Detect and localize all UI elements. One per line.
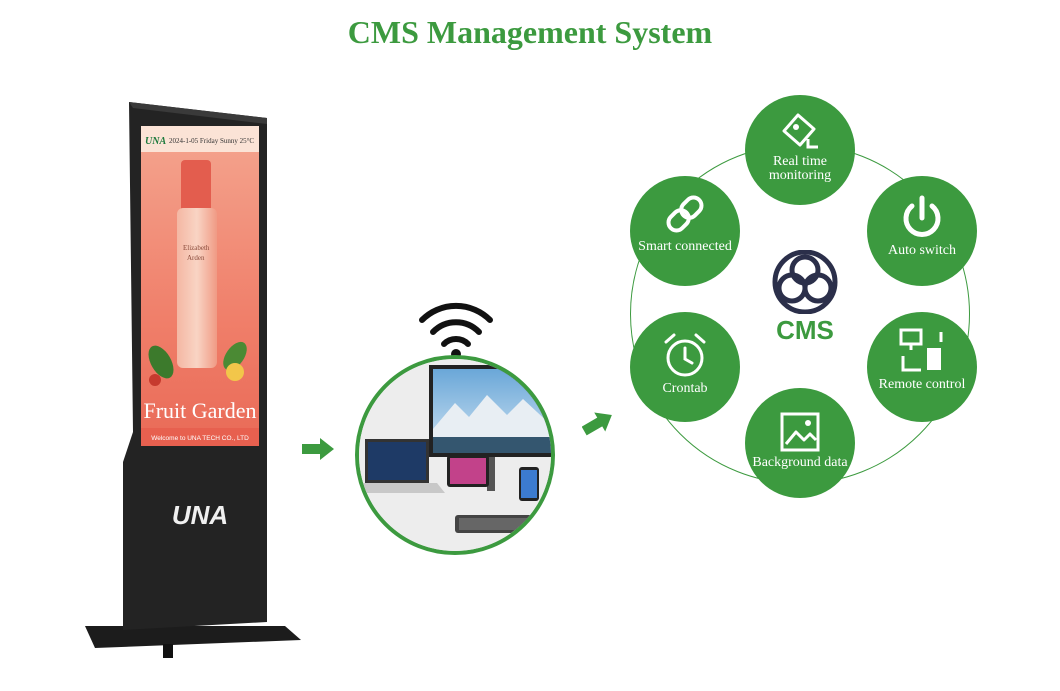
feature-label: Real time monitoring <box>768 154 832 183</box>
feature-remote-control: Remote control <box>867 312 977 422</box>
screen-footer: Welcome to UNA TECH CO., LTD <box>151 435 249 442</box>
power-icon <box>903 195 941 237</box>
feature-background-data: Background data <box>745 388 855 498</box>
feature-label: Auto switch <box>887 243 957 258</box>
cms-cloud-icon <box>772 249 838 315</box>
kiosk-display: UNA 2024-1-05 Friday Sunny 25°C Elizabet… <box>85 100 305 660</box>
connected-devices-image <box>355 355 555 555</box>
screen-date: 2024-1-05 Friday Sunny 25°C <box>169 137 254 145</box>
wifi-icon <box>419 302 493 359</box>
product-text-2: Arden <box>187 254 205 262</box>
feature-smart-connected: Smart connected <box>630 176 740 286</box>
screen-headline: Fruit Garden <box>143 398 256 423</box>
screen-brand: UNA <box>145 136 166 147</box>
product-text-1: Elizabeth <box>183 244 210 252</box>
feature-label: Remote control <box>878 377 966 392</box>
link-icon <box>666 195 704 233</box>
feature-label: Background data <box>752 455 848 470</box>
cms-logo: CMS <box>760 249 850 346</box>
feature-auto-switch: Auto switch <box>867 176 977 286</box>
kiosk-brand-logo: UNA <box>172 500 228 530</box>
feature-real-time-monitoring: Real time monitoring <box>745 95 855 205</box>
feature-label: Smart connected <box>638 239 732 254</box>
arrow-right-icon <box>302 438 334 460</box>
real-time-monitoring-icon <box>782 113 818 149</box>
arrow-up-right-icon <box>582 412 612 436</box>
background-data-icon <box>780 412 820 452</box>
remote-control-icon <box>899 328 943 372</box>
feature-label: Crontab <box>662 381 708 396</box>
alarm-clock-icon <box>664 333 706 377</box>
feature-crontab: Crontab <box>630 312 740 422</box>
cms-label: CMS <box>776 315 834 345</box>
page-title: CMS Management System <box>347 14 713 50</box>
